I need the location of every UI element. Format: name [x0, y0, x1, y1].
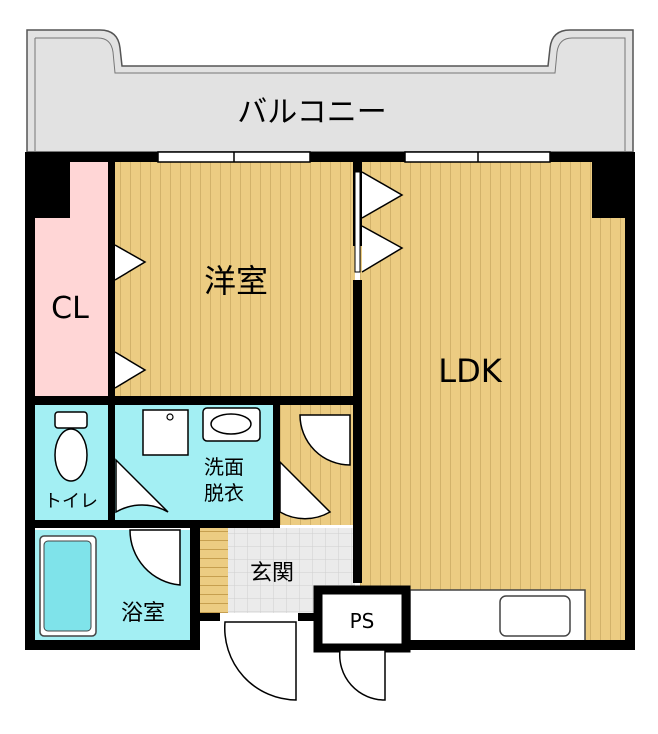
wall-entrance-bottom-2 [298, 613, 318, 621]
pipe-space [313, 585, 411, 653]
washing-machine [142, 409, 189, 456]
washroom-label-line2: 脱衣 [204, 481, 244, 505]
wall-hall-ldk [353, 396, 362, 583]
wall-bath-entrance [190, 528, 200, 640]
closet-door-lower [114, 351, 147, 389]
closet-label: CL [51, 291, 89, 326]
balcony-label: バルコニー [237, 95, 386, 130]
washroom-door [279, 460, 332, 520]
toilet-label: トイレ [44, 491, 98, 512]
step-floor [200, 528, 228, 613]
column-topleft [25, 152, 70, 218]
pipe-space-label: PS [350, 609, 375, 633]
wall-closet [108, 162, 115, 396]
sink [499, 595, 571, 637]
toilet-tank [54, 411, 88, 429]
wall-entrance-bottom [190, 613, 220, 621]
wall-toilet-wash [108, 405, 115, 520]
western-room-label: 洋室 [204, 262, 268, 300]
hall-door [299, 414, 351, 466]
entrance-door [224, 621, 297, 701]
entrance-label: 玄関 [250, 561, 294, 586]
ldk-door-lower [361, 225, 404, 273]
wall-western-ldk-2 [353, 280, 362, 396]
balcony-area [26, 29, 634, 153]
wall-bottom-right [405, 640, 635, 650]
bathroom-label: 浴室 [121, 601, 165, 626]
washroom-label-line1: 洗面 [204, 455, 244, 479]
wall-wet-bottom [25, 520, 280, 528]
western-room-floor [115, 162, 355, 396]
ldk-door-upper [361, 171, 404, 219]
toilet-bowl [54, 428, 88, 482]
wall-top [25, 152, 633, 162]
wall-right [625, 152, 635, 650]
wall-wash-hall [273, 405, 280, 520]
closet-door-upper [114, 244, 147, 281]
toilet-door [115, 458, 169, 514]
bath-door [129, 529, 181, 586]
wall-mid-horizontal [25, 396, 362, 405]
ldk-label: LDK [438, 352, 502, 390]
column-topright [592, 152, 635, 218]
ps-door [338, 649, 386, 701]
ldk-floor [360, 162, 625, 646]
balcony-inner-line [35, 37, 626, 152]
wall-bottom-left [25, 640, 200, 650]
